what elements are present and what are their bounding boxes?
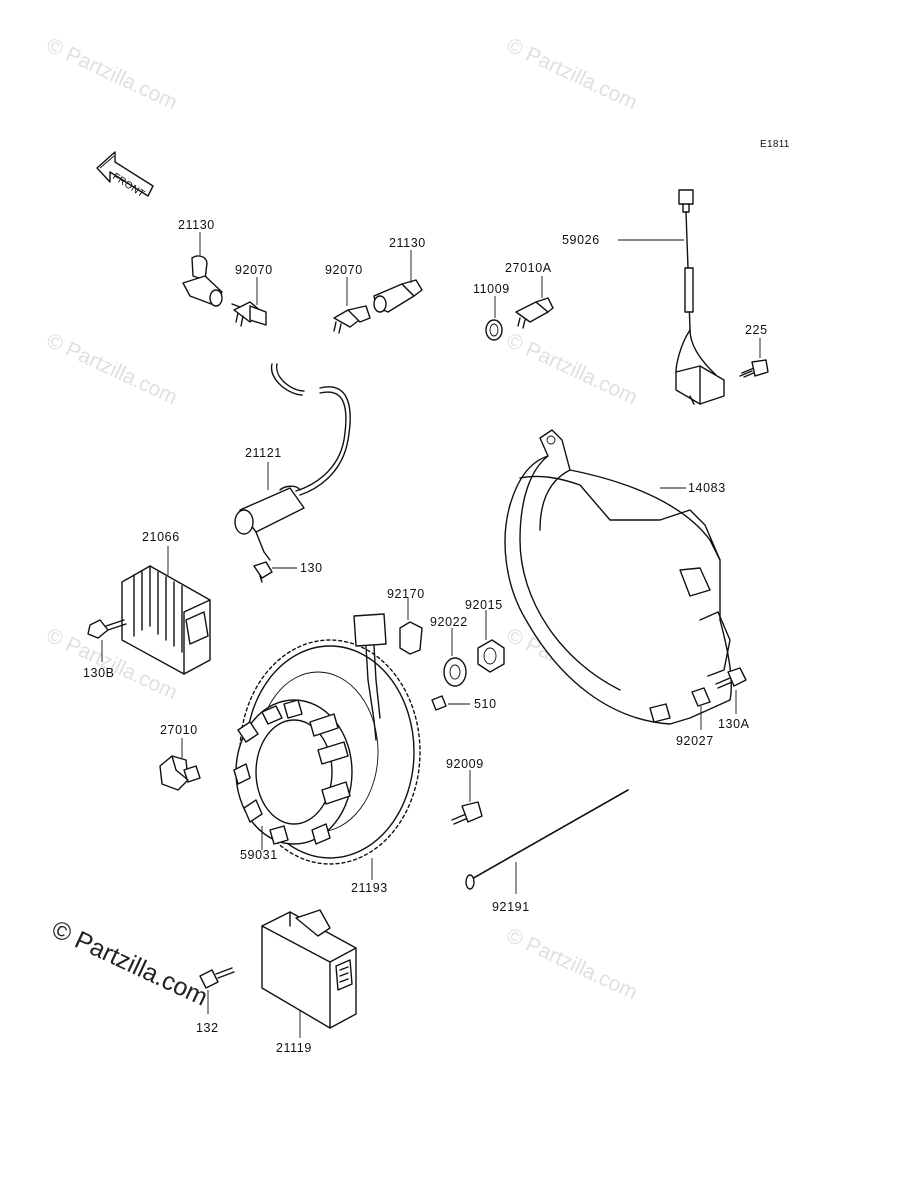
part-label-510: 510 [474,697,497,711]
collar-92027 [691,687,711,707]
part-label-21066: 21066 [142,530,180,544]
part-label-21130-left: 21130 [178,218,215,232]
part-label-92015: 92015 [465,598,503,612]
switch-27010 [159,755,201,791]
spark-plug-cap-right [373,279,423,313]
washer-92022 [443,657,467,687]
watermark: © Partzilla.com [503,34,641,115]
screw-130 [253,561,273,583]
part-label-21121: 21121 [245,446,282,460]
nut-92015 [477,639,505,673]
part-label-14083: 14083 [688,481,726,495]
diagram-code: E1811 [760,139,790,150]
pickup-coil-59026 [675,189,725,405]
spark-plug-right [333,305,371,334]
part-label-92009: 92009 [446,757,484,771]
part-label-130: 130 [300,561,323,575]
part-label-92070-left: 92070 [235,263,273,277]
part-label-92170: 92170 [387,587,425,601]
clamp-92170 [353,613,423,741]
watermark: © Partzilla.com [43,329,181,410]
part-label-27010: 27010 [160,723,198,737]
spark-plug-left [231,301,267,327]
watermark: © Partzilla.com [503,924,641,1005]
part-label-92022: 92022 [430,615,468,629]
screw-225 [739,359,769,378]
part-label-59031: 59031 [240,848,278,862]
part-label-27010A: 27010A [505,261,552,275]
part-label-21119: 21119 [276,1041,312,1055]
regulator-21066 [121,565,211,675]
front-arrow-label: FRONT [110,171,146,200]
part-label-59026: 59026 [562,233,600,247]
part-label-92070-right: 92070 [325,263,363,277]
part-label-130A: 130A [718,717,750,731]
part-label-130B: 130B [83,666,115,680]
part-label-92027: 92027 [676,734,714,748]
key-510 [431,695,447,711]
watermark: © Partzilla.com [503,329,641,410]
part-label-225: 225 [745,323,768,337]
tube-92191 [465,789,629,890]
part-label-21193: 21193 [351,881,388,895]
part-label-11009: 11009 [473,282,510,296]
part-label-92191: 92191 [492,900,530,914]
watermark: © Partzilla.com [43,34,181,115]
ignition-coil-21121 [234,363,351,561]
cover-14083 [504,429,732,725]
switch-27010a [515,297,554,329]
front-arrow-icon: FRONT [96,151,154,200]
bolt-130B [87,619,127,639]
starter-clutch-59031 [233,699,353,845]
bolt-130A [715,667,747,689]
part-label-21130-right: 21130 [389,236,426,250]
watermark-dark: © Partzilla.com [47,915,212,1012]
screw-132 [199,967,235,989]
igniter-21119 [261,909,357,1029]
screw-92009 [451,801,483,825]
spark-plug-cap-left [182,255,223,307]
washer-11009 [485,319,503,341]
part-label-132: 132 [196,1021,219,1035]
